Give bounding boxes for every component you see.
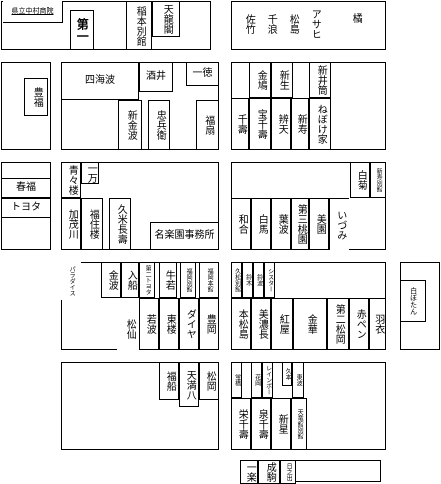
label-sakai: 酒井 [139, 62, 173, 92]
label-narukoma: 成駒 [258, 460, 280, 484]
label-shiragiku: 白菊 [350, 162, 370, 198]
label-izumi: いづみ [329, 198, 349, 250]
label-takarasenju: 宝千壽 [249, 98, 271, 150]
label-senju: 千壽 [231, 98, 249, 150]
label-fukuoka-honkan: 福岡本館 [199, 262, 219, 298]
label-ichiraku: 一楽 [240, 460, 258, 484]
label-higashinami: 東波 [292, 362, 304, 398]
label-kumenagaju: 久米長壽 [109, 198, 131, 250]
label-meirakuen-jimusho: 名楽園事務所 [150, 222, 219, 250]
label-biminocho: 美濃長 [251, 298, 271, 350]
label-hotohashi: 蛍橋 [231, 362, 242, 398]
label-benten: 辨天 [271, 98, 291, 150]
label-harufuku: 春福 [1, 178, 51, 198]
label-daini-toyota: 第二トヨタ [139, 262, 155, 298]
label-daini-matsuoka: 第二松岡 [327, 298, 349, 350]
label-asahi: アサヒ [303, 4, 325, 44]
label-hagoromo: 羽衣 [369, 298, 386, 350]
label-fukuzumiro: 福住楼 [81, 198, 103, 250]
label-shinju: 新寿 [291, 98, 309, 150]
label-chinami: 千浪 [259, 4, 281, 44]
label-shinsei: 新生 [271, 62, 293, 98]
label-diamond: ダイヤ [179, 298, 199, 350]
label-inamoto-bekkan: 稲本別館 [126, 1, 152, 50]
label-tenmanhachi: 天満八 [179, 362, 199, 407]
label-beniya: 紅屋 [271, 298, 293, 350]
label-kumoto: 久本 [282, 362, 292, 386]
label-tenden-bekkan: 天竜館別館 [291, 398, 307, 450]
label-nebokeya: ねぼけ家 [309, 98, 331, 150]
label-daisan-momozono: 第三桃園 [291, 198, 309, 250]
label-shikainami: 四海波 [61, 62, 139, 100]
label-kumatsu-bekkan: 久松別館 [231, 262, 242, 298]
label-bien: 美園 [309, 198, 329, 250]
label-shinkotobuki-bekkan: 新寿別館 [370, 162, 386, 198]
label-kamogawa: 加茂川 [61, 198, 81, 250]
label-shirobotan: 白ぼたん [400, 280, 426, 322]
label-hanaoka: 花岡 [251, 362, 262, 398]
label-ushiwaka: 牛若 [159, 262, 177, 298]
label-wakanami: 若波 [139, 298, 159, 350]
label-hakuba: 白馬 [251, 198, 271, 250]
label-hinode: 日之出 [280, 460, 296, 484]
label-matsuoka: 松岡 [199, 362, 219, 400]
label-tenryukaku: 天龍閣 [152, 1, 180, 37]
label-higashiwaka: 東楼 [159, 298, 179, 350]
label-fukuogi: 福扇 [196, 100, 219, 150]
label-shinsei2: 新星 [271, 398, 291, 450]
label-suzunami: 鈴波 [253, 262, 264, 298]
label-fukufune: 福船 [159, 362, 179, 400]
label-paradise: パラダイス [61, 262, 81, 300]
label-chubei: 忠兵衛 [148, 100, 170, 150]
label-toyota: トヨタ [1, 198, 51, 218]
label-fukuoka-bekkan: 福岡別館 [180, 262, 196, 298]
label-irifune: 入船 [121, 262, 139, 298]
label-kenritsu-nakamura-shoin: 県立中村商院 [3, 1, 63, 23]
label-niizutsu: 新井筒 [309, 62, 331, 98]
label-matsusen: 松仙 [117, 308, 141, 350]
label-suzuki: 鈴木 [242, 262, 253, 298]
label-shinkinpa: 新金波 [118, 100, 142, 150]
label-toyooka: 豊岡 [199, 298, 219, 350]
label-kinka: 金華 [293, 298, 327, 350]
label-rainbow: レインボー [262, 362, 273, 398]
label-wago: 和合 [231, 198, 251, 250]
label-satake: 佐竹 [237, 4, 259, 44]
label-matsushima: 松島 [281, 4, 303, 44]
label-kinpa: 金波 [101, 262, 121, 298]
label-tomiyoshi: 豊福 [24, 78, 48, 116]
label-daiichi: 第一 [70, 10, 94, 50]
label-akapen: 赤ペン [349, 298, 369, 350]
label-hommatsushima: 本松島 [231, 298, 251, 350]
label-kinpato: 金鳩 [249, 62, 271, 98]
label-izumisenju: 泉千壽 [251, 398, 271, 450]
label-hanami: 葉波 [271, 198, 291, 250]
label-sakae-senju: 栄千壽 [231, 398, 251, 450]
label-ichiman: 一万 [81, 162, 99, 184]
label-sister: シスター [264, 262, 275, 298]
label-ittoku: 一徳 [186, 62, 219, 86]
label-tachibana: 橘 [325, 4, 385, 32]
label-seiseiro: 青々楼 [61, 162, 81, 198]
